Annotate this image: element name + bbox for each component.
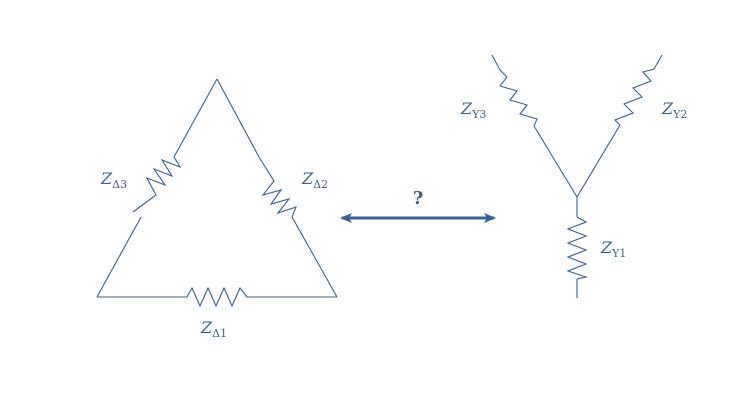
wye-label-1: ZY1 (600, 238, 626, 260)
svg-text:ZY3: ZY3 (460, 99, 486, 121)
delta-left-wire-upper (173, 78, 218, 158)
delta-left-wire-lower (96, 216, 142, 298)
wye-resistor-3 (491, 54, 538, 127)
wye-label-3: ZY3 (460, 99, 486, 121)
svg-text:ZΔ1: ZΔ1 (200, 318, 227, 340)
delta-resistor-2 (258, 156, 297, 218)
svg-text:ZY2: ZY2 (661, 99, 687, 121)
wye-left-wire (533, 125, 578, 198)
wye-network (491, 54, 663, 298)
delta-resistor-1 (186, 286, 248, 308)
delta-label-3: ZΔ3 (100, 169, 127, 191)
svg-text:ZΔ2: ZΔ2 (301, 169, 328, 191)
question-mark: ? (413, 188, 424, 209)
delta-network (96, 78, 338, 308)
delta-label-2: ZΔ2 (301, 169, 328, 191)
delta-resistor-3 (132, 156, 182, 213)
wye-resistor-2 (614, 54, 663, 126)
wye-resistor-1 (566, 216, 589, 280)
delta-label-1: ZΔ1 (200, 318, 227, 340)
delta-right-wire-upper (216, 78, 260, 158)
wye-label-2: ZY2 (661, 99, 687, 121)
delta-right-wire-lower (291, 216, 338, 298)
svg-text:ZΔ3: ZΔ3 (100, 169, 127, 191)
wye-right-wire (576, 124, 621, 198)
svg-text:ZY1: ZY1 (600, 238, 626, 260)
